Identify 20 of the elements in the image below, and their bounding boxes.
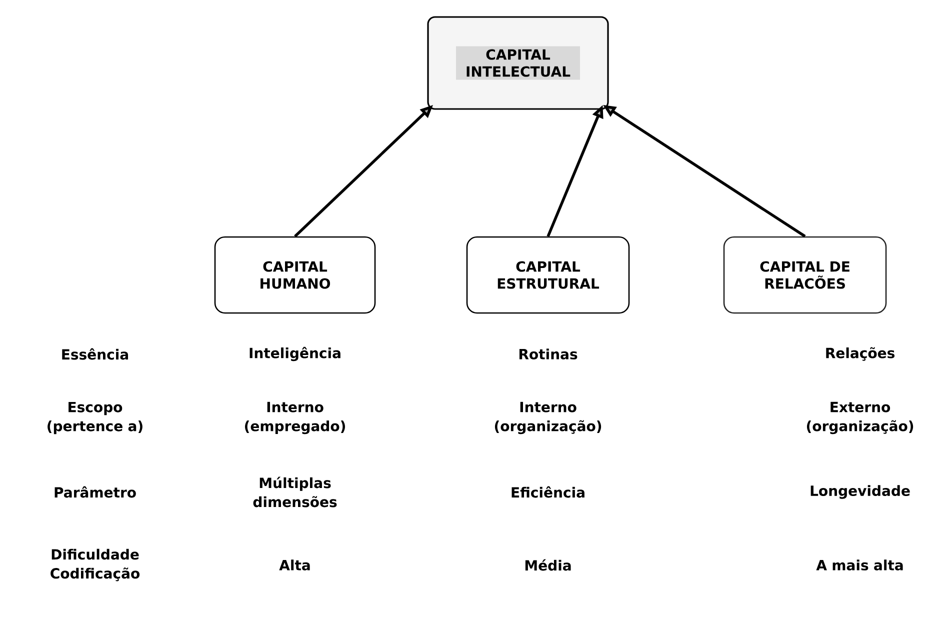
table-cell: Interno (organização) [494, 402, 602, 434]
category-box: CAPITAL HUMANO [214, 236, 376, 314]
table-cell: Alta [279, 560, 310, 570]
table-cell: A mais alta [816, 560, 903, 570]
table-cell: Rotinas [519, 348, 578, 360]
table-cell: Externo (organização) [806, 402, 914, 434]
row-label: Essência [62, 348, 128, 360]
table-cell: Média [525, 559, 571, 571]
table-cell: Eficiência [512, 486, 584, 498]
table-cell: Interno (empregado) [245, 402, 345, 434]
row-label: Parâmetro [54, 486, 136, 498]
row-label: Escopo (pertence a) [48, 402, 142, 434]
category-box: CAPITAL ESTRUTURAL [466, 236, 630, 314]
heading-box: CAPITAL INTELECTUAL [427, 16, 609, 110]
table-cell: Longevidade [810, 485, 910, 499]
table-cell: Múltiplas dimensões [253, 476, 337, 508]
category-box: CAPITAL DE RELACÕES [723, 236, 887, 314]
table-cell: Inteligência [250, 346, 340, 362]
table-cell: Relações [826, 347, 894, 361]
row-label: Dificuldade Codificação [50, 548, 140, 582]
